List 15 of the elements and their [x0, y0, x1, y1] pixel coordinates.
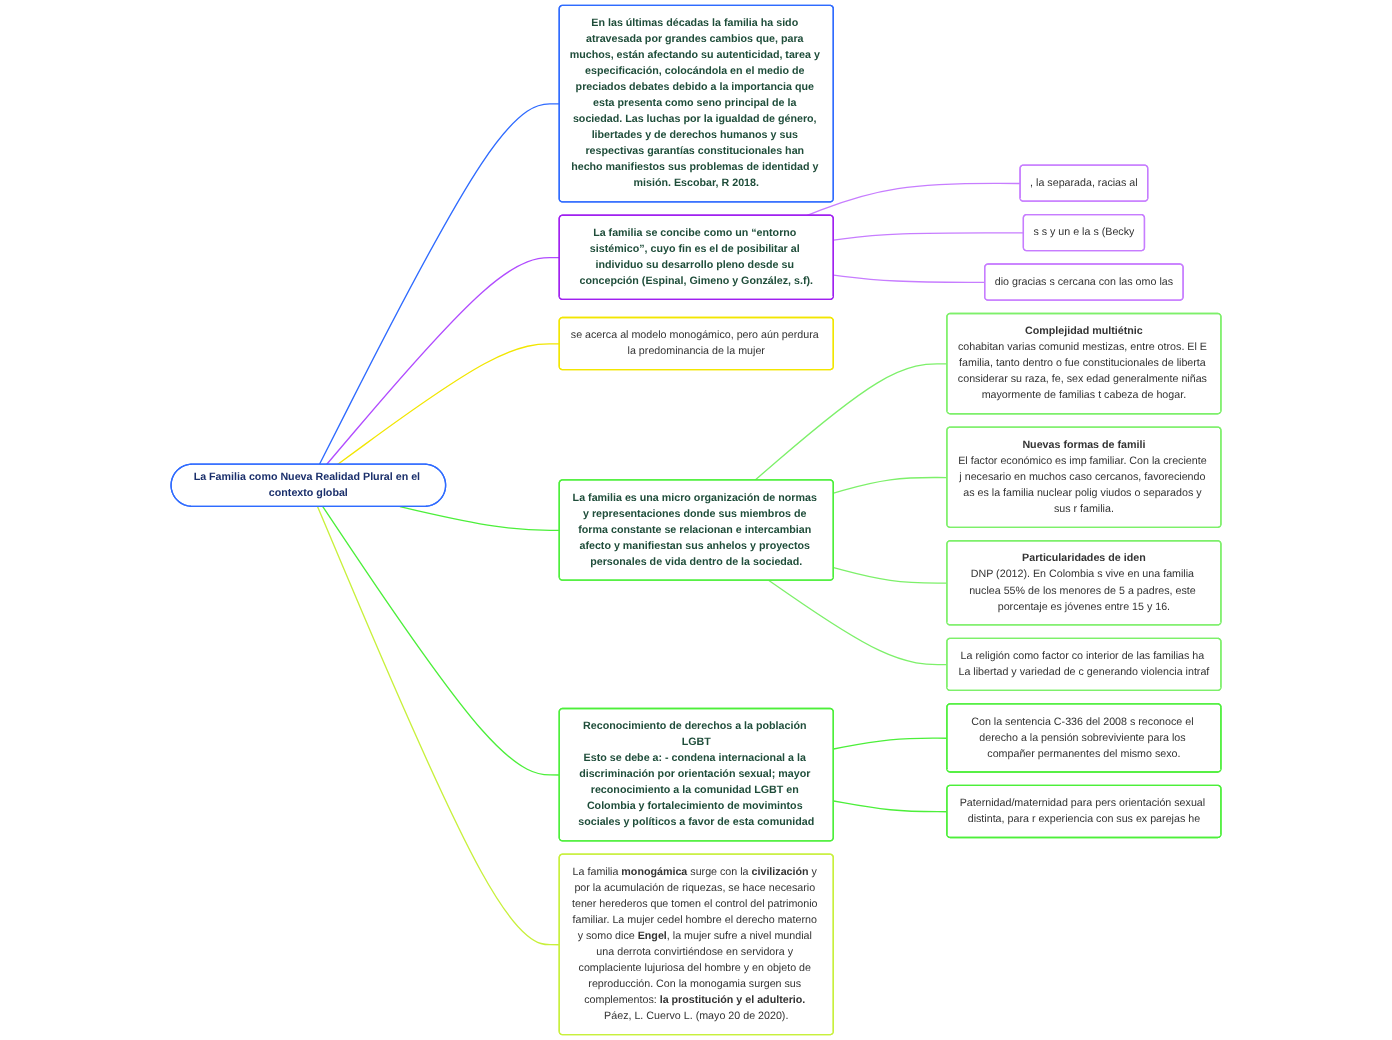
- connector: [336, 343, 561, 466]
- connector: [316, 505, 561, 946]
- connector: [322, 505, 561, 776]
- connector: [832, 800, 948, 813]
- connector: [325, 256, 561, 466]
- connector: [832, 476, 948, 494]
- connector: [754, 363, 948, 481]
- connector: [768, 579, 948, 666]
- connector: [832, 232, 1025, 241]
- connector: [832, 567, 948, 584]
- connector: [832, 274, 986, 284]
- connector: [318, 103, 561, 466]
- connector: [399, 505, 561, 532]
- connector: [805, 182, 1022, 217]
- connector: [832, 737, 948, 750]
